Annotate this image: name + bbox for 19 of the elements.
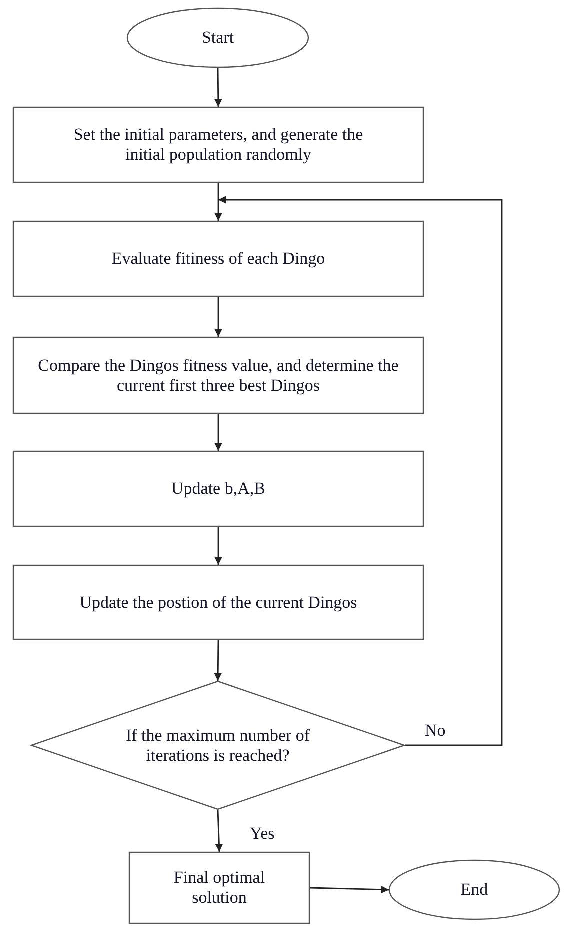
- node-text: Update b,A,B: [172, 479, 266, 499]
- node-text: Set the initial parameters, and generate the initial population randomly: [72, 125, 364, 165]
- arrow: [310, 886, 390, 894]
- node-text: Compare the Dingos fitness value, and determine the current first three best Dingos: [37, 356, 400, 396]
- arrow: [214, 527, 222, 565]
- node-text: Evaluate fitiness of each Dingo: [112, 249, 326, 269]
- arrow: [214, 68, 222, 107]
- node-text: If the maximum number of iterations is reached?: [124, 726, 312, 766]
- node-text: Final optimal solution: [172, 868, 266, 908]
- arrow: [214, 297, 222, 337]
- arrow: [215, 810, 224, 852]
- arrow: [214, 640, 222, 681]
- arrow: [214, 183, 222, 221]
- arrow: [218, 196, 503, 746]
- node-text: Update the postion of the current Dingos: [80, 592, 358, 612]
- node-text: End: [460, 880, 488, 900]
- arrow: [214, 414, 222, 451]
- node-text: Start: [202, 28, 234, 48]
- edge-label: No: [425, 722, 446, 740]
